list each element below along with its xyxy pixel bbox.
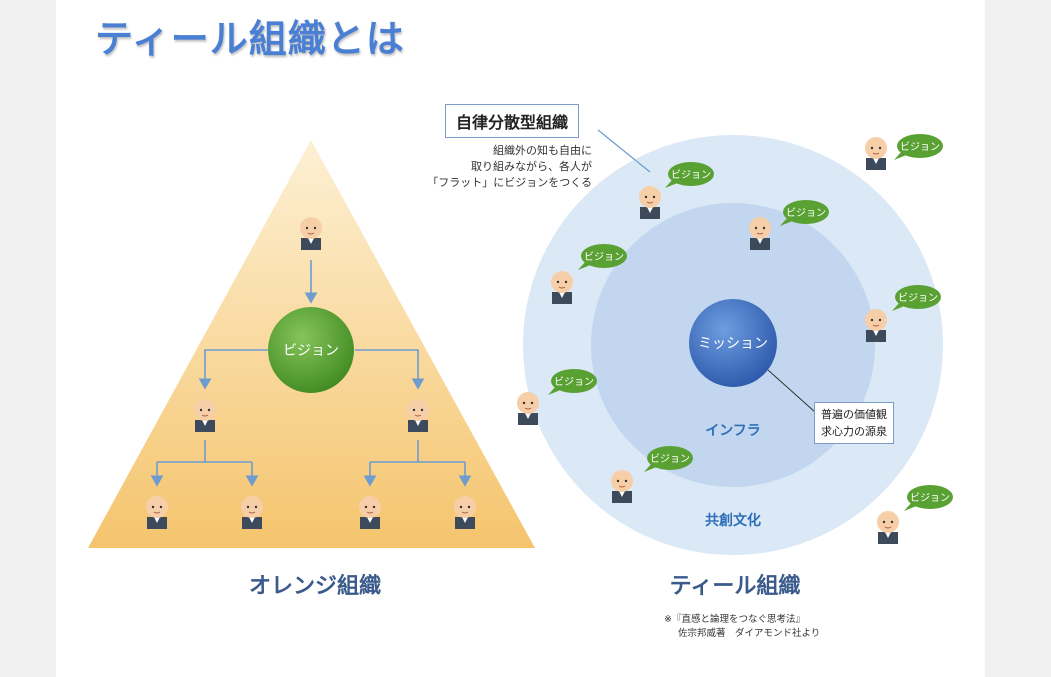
manager-person-icon <box>406 398 430 433</box>
vision-bubble-label: ビジョン <box>554 376 594 388</box>
member-person-icon <box>748 216 772 251</box>
member-person-icon <box>876 510 900 545</box>
mission-circle <box>689 299 777 387</box>
source-note: ※『直感と論理をつなぐ思考法』 佐宗邦威著 ダイアモンド社より <box>664 613 820 641</box>
orange-arrows <box>150 260 472 487</box>
vision-bubble-label: ビジョン <box>650 453 690 465</box>
infra-label: インフラ <box>705 423 761 439</box>
teal-org-label: ティール組織 <box>669 574 801 599</box>
autonomy-desc-line: 取り組みながら、各人が <box>471 160 592 173</box>
autonomy-desc-line: 組織外の知も自由に <box>493 144 592 157</box>
staff-person-icon <box>240 495 264 530</box>
vision-bubble-label: ビジョン <box>584 251 624 263</box>
source-line: 佐宗邦威著 ダイアモンド社より <box>678 628 821 639</box>
member-person-icon <box>638 185 662 220</box>
values-line: 求心力の源泉 <box>821 425 887 438</box>
autonomy-desc-line: 「フラット」にビジョンをつくる <box>427 176 592 189</box>
autonomy-callout-desc: 組織外の知も自由に 取り組みながら、各人が 「フラット」にビジョンをつくる <box>410 143 592 191</box>
vision-bubble-label: ビジョン <box>910 492 950 504</box>
staff-person-icon <box>358 495 382 530</box>
staff-person-icon <box>145 495 169 530</box>
vision-bubble-label: ビジョン <box>900 141 940 153</box>
member-person-icon <box>864 308 888 343</box>
member-person-icon <box>864 136 888 171</box>
values-connector <box>767 369 816 413</box>
values-line: 普遍の価値観 <box>821 408 887 421</box>
vision-bubble-label: ビジョン <box>898 292 938 304</box>
staff-person-icon <box>453 495 477 530</box>
member-person-icon <box>610 469 634 504</box>
culture-label: 共創文化 <box>705 512 761 529</box>
vision-circle <box>268 307 354 393</box>
vision-bubble-label: ビジョン <box>671 169 711 181</box>
orange-org-label: オレンジ組織 <box>248 574 381 599</box>
autonomy-connector <box>597 129 651 173</box>
page-title: ティール組織とは <box>95 17 405 61</box>
manager-person-icon <box>193 398 217 433</box>
values-callout: 普遍の価値観 求心力の源泉 <box>814 402 894 444</box>
mission-label: ミッション <box>698 336 768 352</box>
autonomy-callout-title: 自律分散型組織 <box>445 104 580 138</box>
member-person-icon <box>516 391 540 426</box>
vision-label: ビジョン <box>283 343 339 359</box>
vision-bubble-label: ビジョン <box>786 207 826 219</box>
member-person-icon <box>550 270 574 305</box>
leader-person-icon <box>299 216 323 251</box>
source-line: ※『直感と論理をつなぐ思考法』 <box>664 614 805 625</box>
